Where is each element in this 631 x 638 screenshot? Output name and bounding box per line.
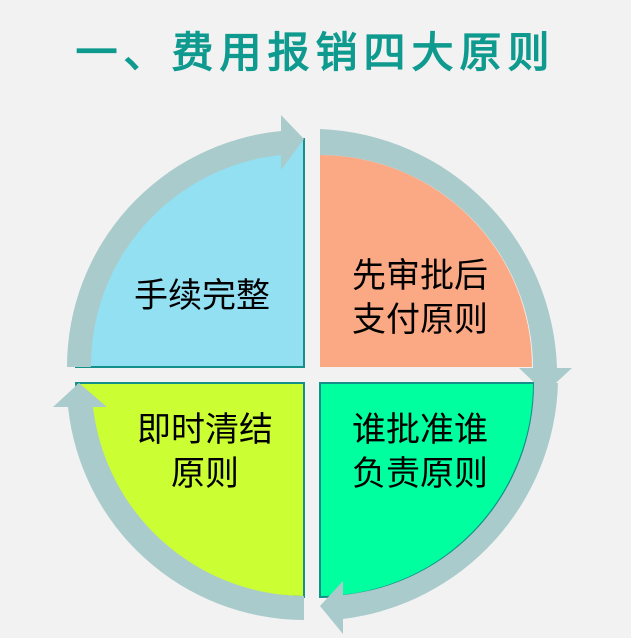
quadrant-bottom-left-label-line2: 原则 (171, 454, 239, 494)
quadrant-bottom-left-label-line1: 即时清结 (137, 410, 273, 450)
page-title: 一、费用报销四大原则 (75, 28, 556, 77)
quadrant-bottom-right-label-line1: 谁批准谁 (352, 410, 488, 450)
arrow-bottom-right (320, 383, 558, 634)
quadrant-bottom-right-label-line2: 负责原则 (352, 454, 488, 494)
quadrant-top-left-label-line1: 手续完整 (134, 276, 270, 316)
quadrant-top-right: 手续完整 先审批后 支付原则 (330, 254, 510, 342)
quadrant-top-left: 手续完整 (112, 274, 292, 318)
arrow-bottom-left (53, 383, 304, 620)
arrow-top-right (320, 129, 572, 393)
quadrant-bottom-left: 即时清结 原则 (115, 408, 295, 496)
quadrant-top-right-label-line2: 支付原则 (352, 300, 488, 340)
quadrant-top-right-label-line1: 先审批后 (352, 256, 488, 296)
arrow-top-left (66, 115, 304, 367)
quadrant-bottom-right: 谁批准谁 负责原则 (330, 408, 510, 496)
quadrant-top-right-shape (320, 155, 532, 367)
